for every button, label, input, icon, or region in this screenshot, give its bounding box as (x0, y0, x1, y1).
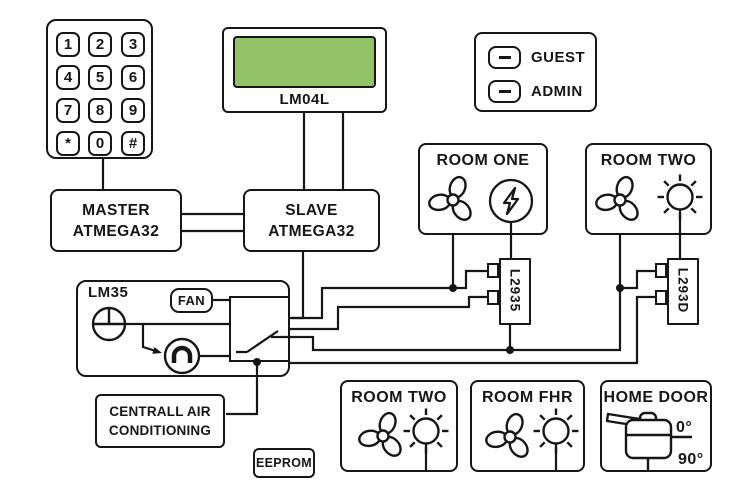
door-angle-90-label: 90° (678, 451, 704, 468)
dash-icon (498, 56, 511, 59)
keypad-key: # (121, 131, 145, 156)
l293d-pin (655, 290, 667, 305)
wire-to-l2935-pin2 (290, 295, 488, 331)
junction-dots (253, 284, 624, 366)
legend-admin-label: ADMIN (531, 83, 583, 100)
l293d-pin (655, 263, 667, 278)
l2935-pin (487, 290, 499, 305)
master-label-line1: MASTER (82, 201, 150, 219)
room-two-top-box (585, 143, 712, 235)
l293d-chip (667, 258, 699, 325)
l2935-chip (499, 258, 531, 325)
room-one-box (418, 143, 548, 235)
arrowhead-icon (152, 347, 162, 354)
room-two-bottom-box (340, 380, 458, 472)
keypad (46, 19, 153, 159)
door-angle-0-label: 0° (676, 419, 693, 436)
l2935-label: L2935 (507, 268, 523, 313)
dash-icon (498, 90, 511, 93)
slave-atmega32-box: SLAVE ATMEGA32 (243, 189, 380, 252)
keypad-key: 6 (121, 65, 145, 90)
slave-label-line1: SLAVE (285, 201, 338, 219)
wire-ac-connection (226, 360, 259, 416)
keypad-key: 9 (121, 98, 145, 123)
room-fhr-title: ROOM FHR (481, 389, 574, 406)
wire-rail-to-l293d-pin2 (290, 295, 656, 365)
central-ac-box: CENTRALL AIR CONDITIONING (95, 394, 225, 448)
keypad-key: 7 (56, 98, 80, 123)
ac-label-line2: CONDITIONING (108, 423, 212, 438)
servo-icon (605, 411, 692, 471)
keypad-key: 2 (88, 32, 112, 57)
switch-box (229, 296, 290, 362)
wire-rail-to-l293d-pin1 (290, 269, 656, 352)
master-atmega32-box: MASTER ATMEGA32 (50, 189, 182, 252)
junction-dot (449, 284, 457, 292)
power-icon (488, 178, 534, 224)
room-fhr-box (470, 380, 585, 472)
lcd-label: LM04L (279, 91, 330, 108)
l293d-label: L293D (675, 267, 691, 314)
lcd-screen (233, 36, 376, 88)
l2935-pin (487, 263, 499, 278)
junction-dot (616, 284, 624, 292)
keypad-key: * (56, 131, 80, 156)
keypad-key: 8 (88, 98, 112, 123)
keypad-key: 3 (121, 32, 145, 57)
junction-dot (506, 346, 514, 354)
keypad-key: 4 (56, 65, 80, 90)
keypad-key: 5 (88, 65, 112, 90)
master-label-line2: ATMEGA32 (72, 222, 160, 240)
slave-label-line2: ATMEGA32 (268, 222, 355, 240)
room-two-bottom-title: ROOM TWO (351, 389, 447, 406)
compressor-icon (163, 337, 201, 375)
wire-slave-controlbox (291, 252, 305, 320)
room-one-title: ROOM ONE (436, 152, 530, 169)
switch-icon (236, 330, 291, 354)
legend-box (474, 32, 597, 112)
keypad-key: 1 (56, 32, 80, 57)
room-two-top-title: ROOM TWO (600, 152, 697, 169)
guest-key-icon (488, 46, 521, 69)
lcd-module (222, 27, 387, 113)
temperature-sensor-icon (91, 306, 127, 342)
admin-key-icon (488, 80, 521, 103)
lm35-label: LM35 (88, 284, 129, 301)
ac-label-line1: CENTRALL AIR (109, 404, 211, 419)
wire-to-l2935-pin1 (290, 269, 488, 320)
home-door-title: HOME DOOR (603, 389, 709, 406)
legend-guest-label: GUEST (531, 49, 586, 66)
wires (101, 113, 682, 416)
eeprom-box: EEPROM (253, 448, 315, 478)
keypad-key: 0 (88, 131, 112, 156)
home-door-box (600, 380, 712, 472)
fan-box: FAN (170, 288, 213, 313)
